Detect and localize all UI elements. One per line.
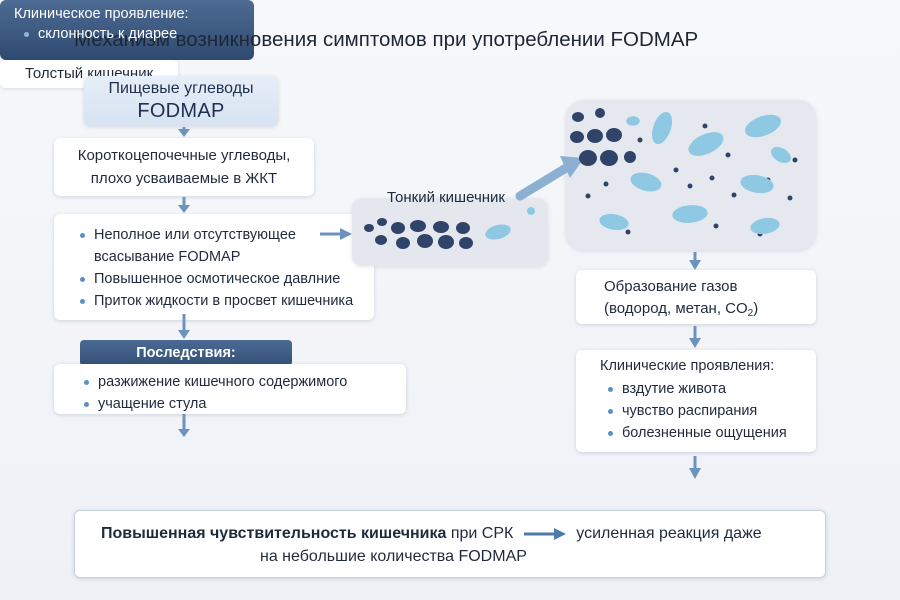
arrow-head-icon bbox=[689, 468, 701, 479]
gas-line1: Образование газов bbox=[604, 278, 738, 295]
consequences-box: разжижение кишечного содержимого учащени… bbox=[54, 364, 406, 414]
clinical-manifestation-list: склонность к диарее bbox=[14, 26, 254, 42]
clinical-manifestations-header: Клинические проявления: bbox=[600, 358, 775, 374]
arrow-head-icon bbox=[178, 205, 190, 213]
arrow-head-icon bbox=[689, 260, 701, 270]
clinical-manifestations-item: болезненные ощущения bbox=[608, 422, 816, 444]
absorption-item: Повышенное осмотическое давлние bbox=[80, 268, 374, 290]
gas-formation-box: Образование газов (водород, метан, CO2) bbox=[576, 270, 816, 324]
absorption-item-text: всасывание FODMAP bbox=[94, 249, 241, 265]
short-chain-line1: Короткоцепочечные углеводы, bbox=[77, 147, 291, 164]
summary-result-line2: на небольшие количества FODMAP bbox=[260, 548, 527, 565]
clinical-manifestations-item: чувство распирания bbox=[608, 400, 816, 422]
consequence-item: учащение стула bbox=[84, 393, 406, 415]
arrow-head-icon bbox=[178, 330, 190, 339]
summary-row1: Повышенная чувствительность кишечника пр… bbox=[101, 522, 762, 545]
page-title: Механизм возникновения симптомов при упо… bbox=[74, 28, 699, 51]
short-chain-carbs-box: Короткоцепочечные углеводы, плохо усваив… bbox=[54, 138, 314, 196]
gas-line2-suffix: ) bbox=[753, 300, 759, 317]
arrow-head-icon bbox=[178, 429, 190, 437]
arrow-head-icon bbox=[689, 338, 701, 348]
consequence-item: разжижение кишечного содержимого bbox=[84, 371, 406, 393]
consequences-header: Последствия: bbox=[80, 340, 292, 366]
clinical-manifestations-list: вздутие живота чувство распирания болезн… bbox=[600, 378, 816, 444]
clinical-manifestations-item: вздутие живота bbox=[608, 378, 816, 400]
absorption-item: Приток жидкости в просвет кишечника bbox=[80, 290, 374, 312]
summary-bold-text: Повышенная чувствительность кишечника bbox=[101, 525, 447, 542]
gas-line2: (водород, метан, CO2) bbox=[604, 298, 816, 325]
arrow-right-icon bbox=[523, 527, 566, 540]
short-chain-line2: плохо усваиваемые в ЖКТ bbox=[90, 170, 278, 187]
gas-line2-subscript: 2 bbox=[747, 308, 754, 319]
absorption-list: Неполное или отсутствующее всасывание FO… bbox=[80, 224, 374, 312]
summary-box: Повышенная чувствительность кишечника пр… bbox=[74, 510, 826, 578]
absorption-box: Неполное или отсутствующее всасывание FO… bbox=[54, 214, 374, 320]
summary-normal-text: при СРК bbox=[450, 525, 514, 542]
fodmap-line2: FODMAP bbox=[137, 100, 225, 122]
summary-result-line1: усиленная реакция даже bbox=[576, 525, 762, 542]
clinical-manifestations-box: Клинические проявления: вздутие живота ч… bbox=[576, 350, 816, 452]
fodmap-box: Пищевые углеводы FODMAP bbox=[84, 76, 278, 126]
fodmap-line1: Пищевые углеводы bbox=[108, 80, 254, 97]
absorption-item: Неполное или отсутствующее bbox=[80, 224, 374, 246]
clinical-manifestation-item: склонность к диарее bbox=[24, 26, 254, 42]
clinical-manifestation-header: Клиническое проявление: bbox=[14, 6, 189, 22]
small-intestine-illustration bbox=[352, 198, 548, 266]
absorption-item: всасывание FODMAP bbox=[80, 246, 374, 268]
arrow-head-icon bbox=[178, 129, 190, 137]
small-intestine-label: Тонкий кишечник bbox=[387, 189, 505, 206]
clinical-manifestation-box: Клиническое проявление: склонность к диа… bbox=[0, 0, 254, 60]
large-intestine-illustration bbox=[566, 100, 816, 250]
gas-line2-prefix: (водород, метан, CO bbox=[604, 300, 748, 317]
consequences-list: разжижение кишечного содержимого учащени… bbox=[84, 371, 406, 415]
